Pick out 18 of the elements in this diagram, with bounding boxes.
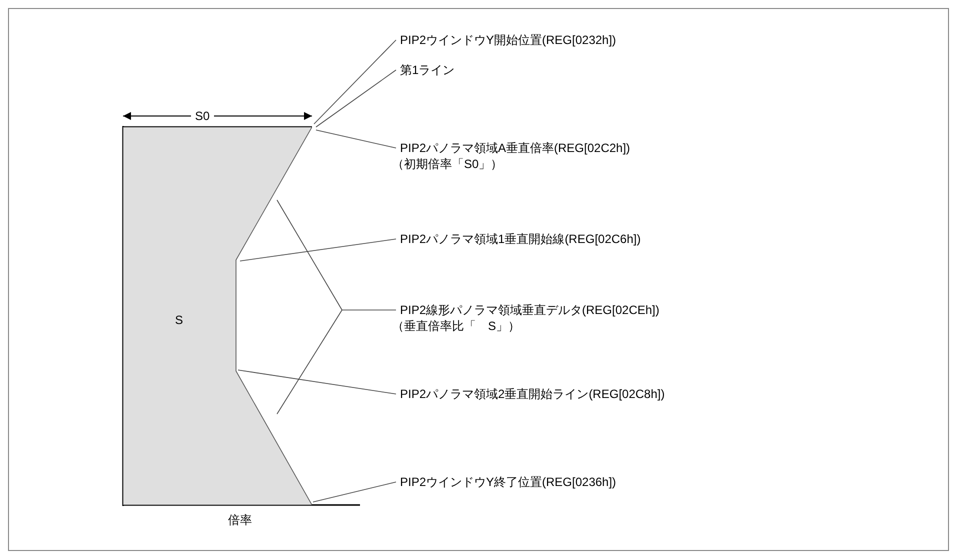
note-text: （初期倍率「S0」） [392, 156, 504, 172]
axis-label: 倍率 [228, 512, 252, 528]
register-label: PIP2ウインドウY開始位置(REG[0232h]) [400, 32, 616, 48]
leader-line [316, 130, 396, 148]
note-text: （垂直倍率比「 S」） [392, 318, 522, 334]
leader-line [276, 200, 396, 414]
section-label: S [175, 312, 184, 328]
register-label: 第1ライン [400, 62, 455, 78]
register-label: PIP2パノラマ領域1垂直開始線(REG[02C6h]) [400, 231, 641, 247]
register-label: PIP2パノラマ領域2垂直開始ライン(REG[02C8h]) [400, 386, 665, 402]
leader-line [238, 370, 396, 394]
register-label: PIP2線形パノラマ領域垂直デルタ(REG[02CEh]) [400, 302, 660, 318]
leader-line [314, 40, 396, 124]
leader-line [240, 238, 396, 262]
register-label: PIP2パノラマ領域A垂直倍率(REG[02C2h]) [400, 140, 630, 156]
register-label: PIP2ウインドウY終了位置(REG[0236h]) [400, 474, 616, 490]
leader-line [312, 482, 396, 502]
leader-line [316, 70, 396, 128]
